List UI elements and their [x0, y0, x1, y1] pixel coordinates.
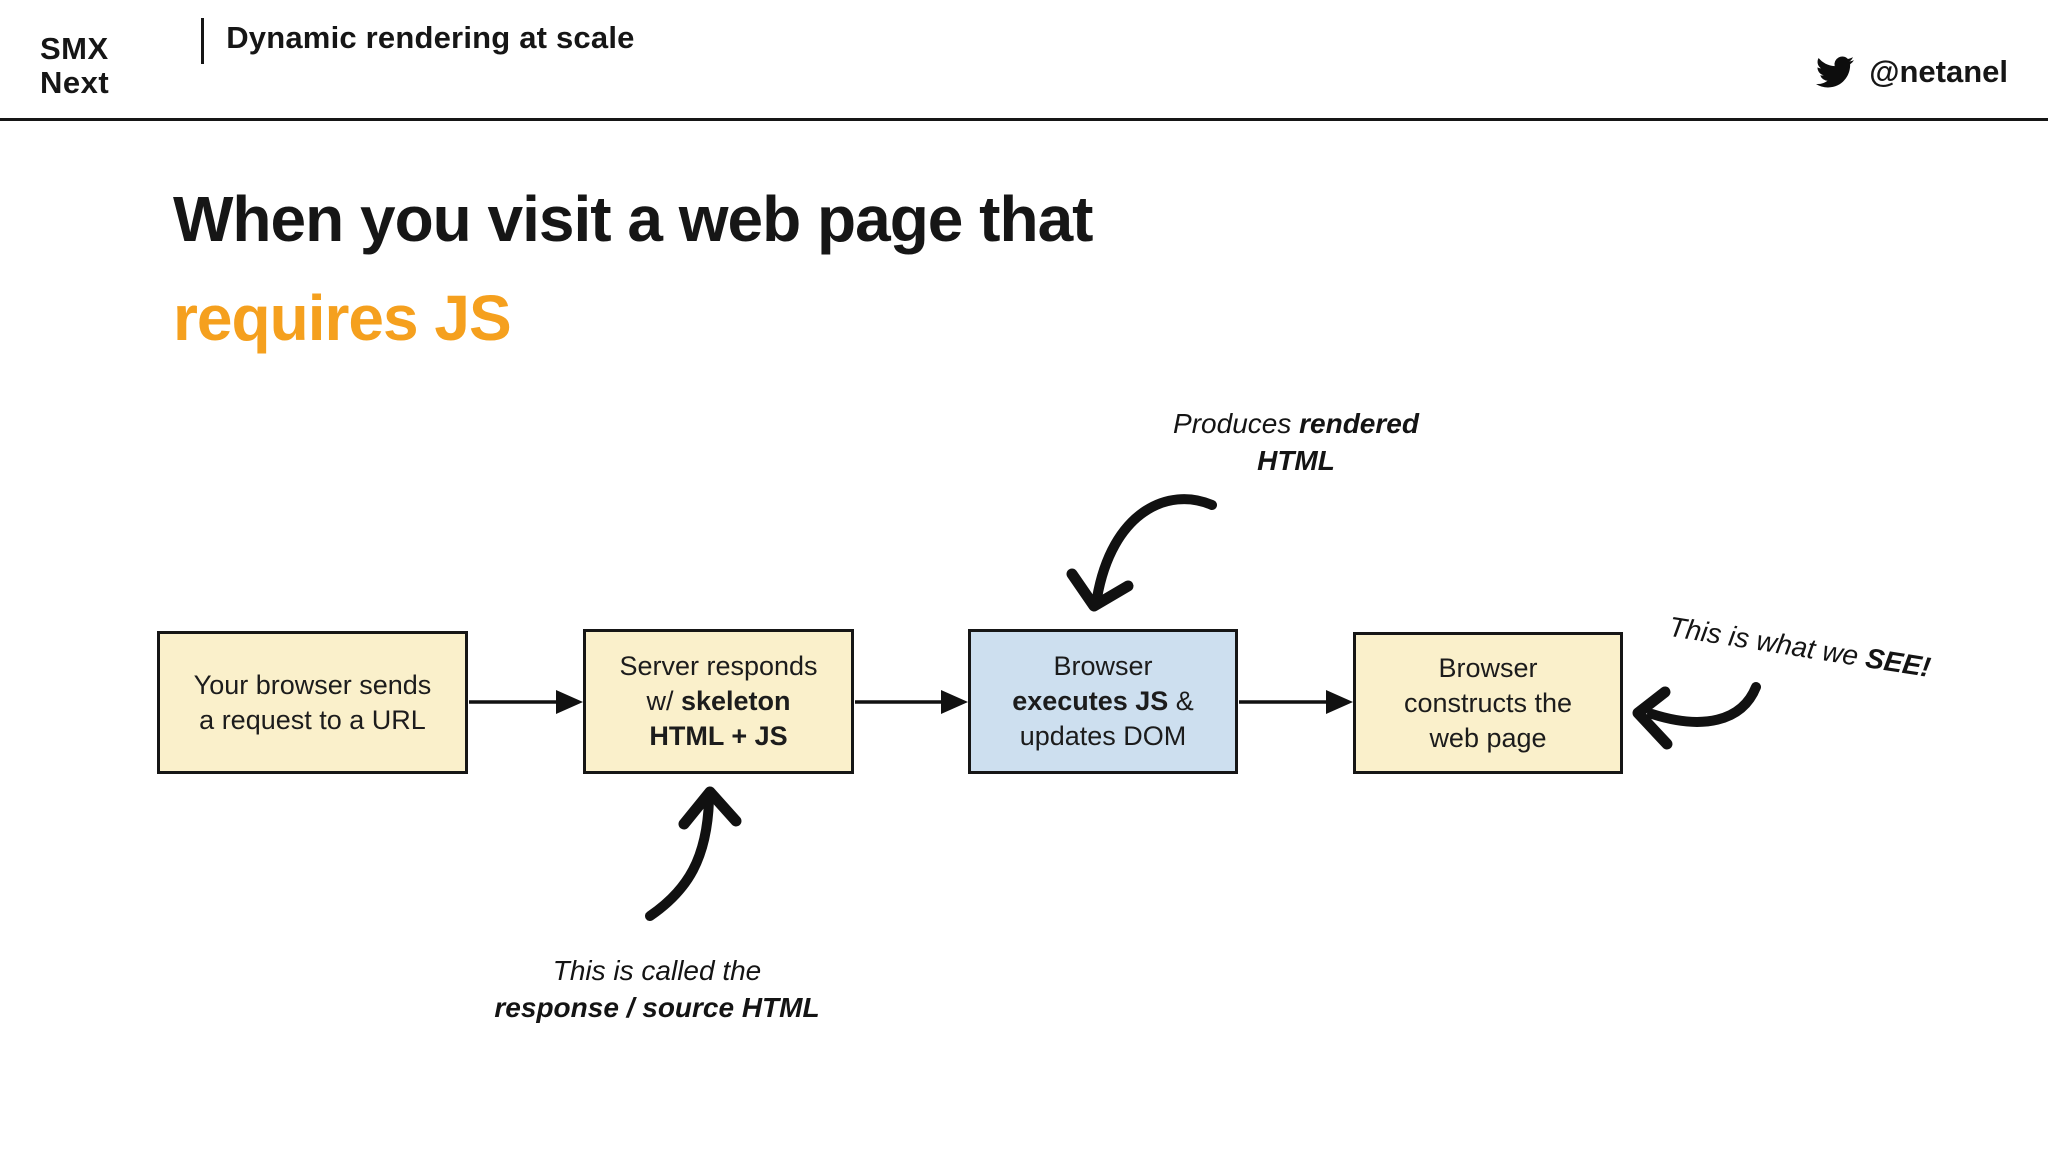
see-prefix: This is what we — [1666, 610, 1869, 673]
box3-line2: executes JS & — [971, 684, 1235, 719]
response-line2: response / source HTML — [452, 989, 862, 1026]
response-line2-bold: response / source HTML — [494, 992, 820, 1023]
annotation-this-is-what-we-see: This is what we SEE! — [1666, 608, 1933, 686]
box3-line2-bold: executes JS — [1012, 686, 1169, 716]
twitter-bird-icon — [1816, 56, 1855, 88]
heading-line2-accent: requires JS — [173, 282, 512, 354]
flow-box-browser-executes-js: Browser executes JS & updates DOM — [968, 629, 1238, 774]
flow-box-browser-request: Your browser sends a request to a URL — [157, 631, 468, 774]
box2-line1: Server responds — [619, 651, 818, 681]
box2-line3-bold: HTML + JS — [649, 721, 788, 751]
produces-line2: HTML — [1128, 442, 1464, 479]
header-divider — [201, 18, 205, 64]
box3-line3: updates DOM — [1019, 721, 1187, 751]
box3-line2-suffix: & — [1168, 686, 1194, 716]
box3-line1: Browser — [1053, 651, 1153, 681]
twitter-handle: @netanel — [1869, 54, 2008, 89]
presentation-title: Dynamic rendering at scale — [226, 20, 635, 55]
sketch-arrow-response-to-box2-icon — [645, 786, 742, 921]
arrow-box1-to-box2-icon — [469, 690, 583, 714]
arrow-box2-to-box3-icon — [855, 690, 968, 714]
heading-line1: When you visit a web page that — [173, 183, 1093, 255]
box4-line1: Browser — [1438, 652, 1538, 683]
produces-line2-bold: HTML — [1257, 445, 1335, 476]
logo-line1: SMX — [40, 31, 109, 66]
sketch-arrow-produces-to-box3-icon — [1066, 494, 1217, 612]
box2-line2-prefix: w/ — [646, 686, 681, 716]
logo-line2: Next — [40, 65, 110, 100]
see-bold: SEE! — [1863, 642, 1933, 683]
box1-line1: Your browser sends — [193, 669, 432, 700]
box4-line2: constructs the — [1403, 687, 1573, 718]
produces-bold: rendered — [1299, 408, 1419, 439]
annotation-response-source-html: This is called the response / source HTM… — [452, 952, 862, 1026]
flow-box-server-responds: Server responds w/ skeleton HTML + JS — [583, 629, 854, 774]
box2-line2: w/ skeleton — [586, 684, 851, 719]
sketch-arrow-see-to-box4-icon — [1632, 682, 1761, 750]
annotation-produces-rendered-html: Produces rendered HTML — [1128, 405, 1464, 479]
box2-line3: HTML + JS — [586, 719, 851, 754]
slide-heading: When you visit a web page that requires … — [173, 170, 1093, 368]
produces-prefix: Produces — [1173, 408, 1300, 439]
flow-box-browser-constructs: Browser constructs the web page — [1353, 632, 1623, 774]
box4-line3: web page — [1429, 722, 1547, 753]
response-line1: This is called the — [552, 955, 762, 986]
box2-line2-bold: skeleton — [680, 686, 791, 716]
produces-line1: Produces rendered — [1128, 405, 1464, 442]
twitter-credit: @netanel — [1813, 53, 2008, 91]
box1-line2: a request to a URL — [199, 704, 426, 735]
arrow-box3-to-box4-icon — [1239, 690, 1353, 714]
